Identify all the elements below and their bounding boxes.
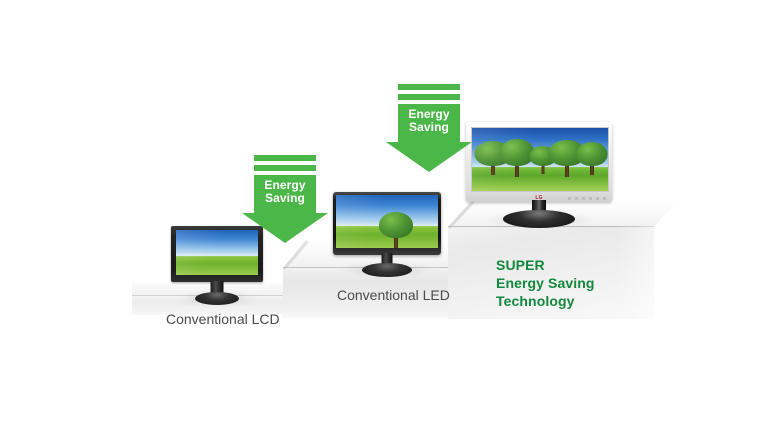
monitor-led-grass — [336, 225, 438, 248]
monitor-lcd-horizon — [176, 254, 258, 257]
caption-conventional-lcd: Conventional LCD — [166, 311, 280, 327]
arrow-2-body: Energy Saving — [398, 104, 460, 142]
caption-conventional-led: Conventional LED — [337, 287, 450, 303]
arrow-2-label-line1: Energy — [408, 107, 450, 121]
arrow-1-label: Energy Saving — [254, 179, 316, 205]
monitor-conventional-led — [333, 192, 441, 277]
arrow-1-label-line1: Energy — [264, 178, 306, 192]
arrow-1-head — [242, 213, 328, 243]
monitor-super-energy-saving: LG — [466, 122, 612, 228]
arrow-energy-saving-2: Energy Saving — [386, 84, 472, 172]
arrow-1-bar-second — [254, 165, 316, 171]
monitor-super-osd-buttons[interactable] — [568, 197, 606, 200]
monitor-super-grass — [472, 167, 608, 191]
arrow-2-label: Energy Saving — [398, 108, 460, 134]
arrow-2-label-line2: Saving — [409, 119, 449, 134]
arrow-2-bar-second — [398, 94, 460, 100]
arrow-1-body: Energy Saving — [254, 175, 316, 213]
arrow-energy-saving-1: Energy Saving — [242, 155, 328, 243]
monitor-super-horizon — [472, 165, 608, 168]
monitor-led-base — [362, 263, 412, 277]
headline-super-energy-saving-technology: SUPER Energy Saving Technology — [496, 257, 595, 310]
monitor-led-bezel — [333, 192, 441, 255]
monitor-led-tree — [378, 212, 414, 248]
monitor-lcd-grass — [176, 256, 258, 275]
monitor-super-glare — [472, 128, 608, 191]
monitor-lcd-base — [195, 292, 239, 305]
monitor-super-bezel: LG — [466, 122, 612, 202]
monitor-led-neck — [381, 253, 393, 268]
platform-tier-1-top — [132, 283, 318, 296]
arrow-2-head — [386, 142, 472, 172]
arrow-2-bar-top — [398, 84, 460, 90]
monitor-led-glare — [336, 195, 438, 248]
arrow-1-bar-top — [254, 155, 316, 161]
lg-logo: LG — [535, 195, 543, 201]
arrow-1-label-line2: Saving — [265, 190, 305, 205]
monitor-super-base — [503, 210, 575, 228]
platform-tier-3-fade — [618, 226, 708, 319]
